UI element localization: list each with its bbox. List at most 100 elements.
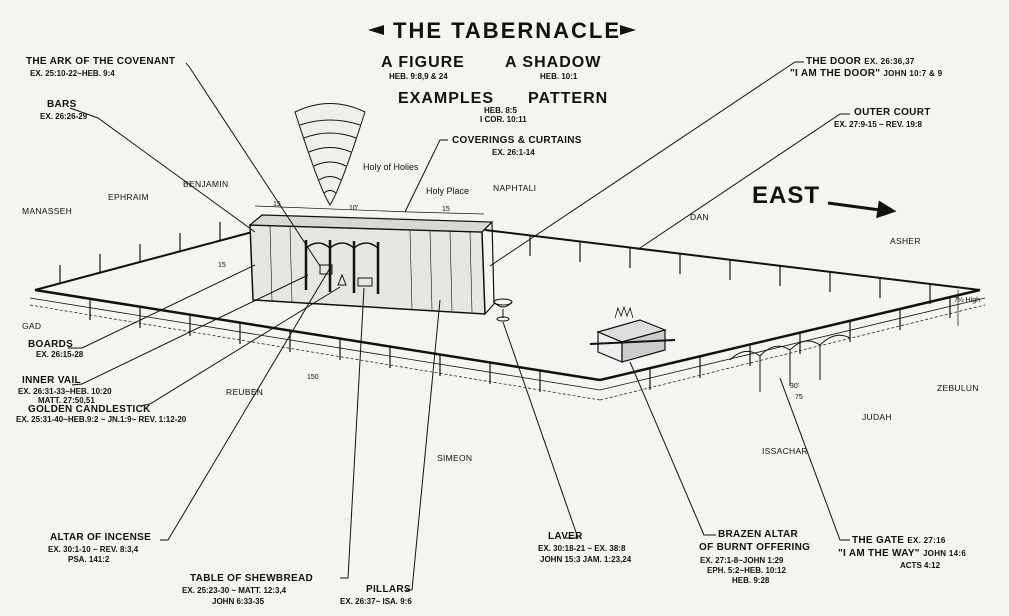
gate-name: THE GATE (852, 535, 905, 546)
leader-bars (69, 107, 256, 233)
leader-candlestick (139, 286, 341, 407)
brazen-altar-ref-3: HEB. 9:28 (732, 576, 770, 585)
coverings-ref: EX. 26:1-14 (492, 148, 535, 157)
dim-height: 7½ High (954, 297, 981, 304)
board-lines (269, 225, 473, 313)
door-quote-line: "I AM THE DOOR" JOHN 10:7 & 9 (790, 68, 943, 80)
east-label: EAST (752, 182, 821, 209)
brazen-altar-shape (589, 305, 676, 363)
tribe-reuben: REUBEN (226, 387, 264, 397)
holy-place-label: Holy Place (426, 186, 470, 196)
boards-label: BOARDS (28, 339, 74, 350)
dim-75: 75 (795, 394, 803, 401)
dim-10: 10' (349, 205, 359, 212)
pattern-ref-2: I COR. 10:11 (480, 115, 527, 124)
back-right-pillars (529, 236, 931, 304)
leader-outer-court (639, 113, 850, 249)
tribe-issachar: ISSACHAR (762, 446, 808, 456)
tribe-dan: DAN (690, 212, 709, 222)
door-quote-ref: JOHN 10:7 & 9 (883, 69, 943, 78)
shewbread-ref: EX. 25:23-30 ~ MATT. 12:3,4 (182, 586, 287, 595)
brazen-altar-label: BRAZEN ALTAR (718, 529, 799, 540)
outer-court-ref: EX. 27:9-15 ~ REV. 19:8 (834, 120, 922, 129)
laver-ref-2: JOHN 15:3 JAM. 1:23,24 (540, 555, 632, 564)
leader-ark (185, 62, 321, 267)
table-shape (357, 277, 373, 287)
gate-quote: "I AM THE WAY" (838, 548, 920, 559)
leader-door (489, 61, 804, 267)
dim-15-c: 15 (218, 262, 226, 269)
brazen-altar-ref-2: EPH. 5:2~HEB. 10:12 (707, 566, 786, 575)
courtyard-fence (29, 229, 986, 391)
title-arrow-right (620, 25, 636, 35)
figure-heading: A FIGURE (381, 54, 465, 71)
tribe-asher: ASHER (890, 236, 921, 246)
brazen-altar-ref: EX. 27:1-8~JOHN 1:29 (700, 556, 784, 565)
dim-30: 30' (790, 383, 800, 390)
tribe-gad: GAD (22, 321, 42, 331)
coverings-label: COVERINGS & CURTAINS (452, 135, 582, 146)
leader-shewbread (340, 287, 365, 579)
door-ref: EX. 26:36,37 (864, 57, 915, 66)
gate-ref-2: ACTS 4:12 (900, 561, 941, 570)
laver-ref: EX. 30:18-21 ~ EX. 38:8 (538, 544, 626, 553)
dim-15-b: 15 (442, 206, 450, 213)
incense-label: ALTAR OF INCENSE (50, 532, 152, 543)
tribe-simeon: SIMEON (437, 453, 473, 463)
tribe-manasseh: MANASSEH (22, 206, 73, 216)
leader-gate (779, 377, 850, 541)
door-label: THE DOOR EX. 26:36,37 (806, 56, 915, 68)
tribe-judah: JUDAH (862, 412, 892, 422)
boards-ref: EX. 26:15-28 (36, 350, 84, 359)
brazen-altar-label-2: OF BURNT OFFERING (699, 542, 811, 553)
leader-coverings (404, 139, 448, 213)
inner-vail-label: INNER VAIL (22, 375, 81, 386)
laver-shape (493, 298, 513, 322)
leader-inner-vail (71, 274, 309, 386)
title-arrows (368, 25, 636, 35)
gate-quote-ref: JOHN 14:6 (922, 549, 967, 558)
pillars-label: PILLARS (366, 584, 411, 595)
laver-label: LAVER (548, 531, 583, 542)
gate-label: THE GATE EX. 27:16 (852, 535, 946, 547)
tribe-ephraim: EPHRAIM (108, 192, 149, 202)
tribe-benjamin: BENJAMIN (183, 179, 229, 189)
pillars-ref: EX. 26:37~ ISA. 9:6 (340, 597, 412, 606)
east-arrow-shape (827, 200, 897, 219)
leader-pillars (406, 299, 441, 591)
dim-150: 150 (307, 374, 319, 381)
leader-boards (68, 264, 256, 349)
leader-incense (160, 267, 331, 541)
leader-lines (68, 61, 850, 591)
candlestick-shape (337, 273, 347, 286)
door-name: THE DOOR (806, 56, 862, 67)
tribe-zebulun: ZEBULUN (937, 383, 979, 393)
page-title: THE TABERNACLE (393, 18, 622, 43)
gate-ref: EX. 27:16 (907, 536, 946, 545)
glory-cloud-shape (294, 103, 366, 206)
back-left-pillars (59, 222, 221, 283)
candlestick-ref: EX. 25:31-40~HEB.9:2 ~ JN.1:9~ REV. 1:12… (16, 415, 187, 424)
incense-ref: EX. 30:1-10 ~ REV. 8:3,4 (48, 545, 139, 554)
dimension-lines (29, 205, 986, 401)
ark-label: THE ARK OF THE COVENANT (26, 56, 176, 67)
shadow-heading: A SHADOW (505, 54, 602, 71)
gate-quote-line: "I AM THE WAY" JOHN 14:6 (838, 548, 967, 560)
tabernacle-building (248, 214, 495, 315)
tribe-naphtali: NAPHTALI (493, 183, 537, 193)
gate-curtain (729, 334, 851, 392)
pattern-ref-1: HEB. 8:5 (484, 106, 517, 115)
door-quote: "I AM THE DOOR" (790, 68, 881, 79)
front-left-pillars (89, 299, 541, 392)
figure-ref: HEB. 9:8,9 & 24 (389, 72, 448, 81)
bars-ref: EX. 26:26-29 (40, 112, 88, 121)
outer-court-label: OUTER COURT (854, 107, 931, 118)
examples-heading: EXAMPLES (398, 90, 495, 107)
pattern-heading: PATTERN (528, 90, 609, 107)
leader-laver (502, 321, 579, 539)
bars-label: BARS (47, 99, 77, 110)
shewbread-ref-2: JOHN 6:33-35 (212, 597, 265, 606)
shewbread-label: TABLE OF SHEWBREAD (190, 573, 313, 584)
